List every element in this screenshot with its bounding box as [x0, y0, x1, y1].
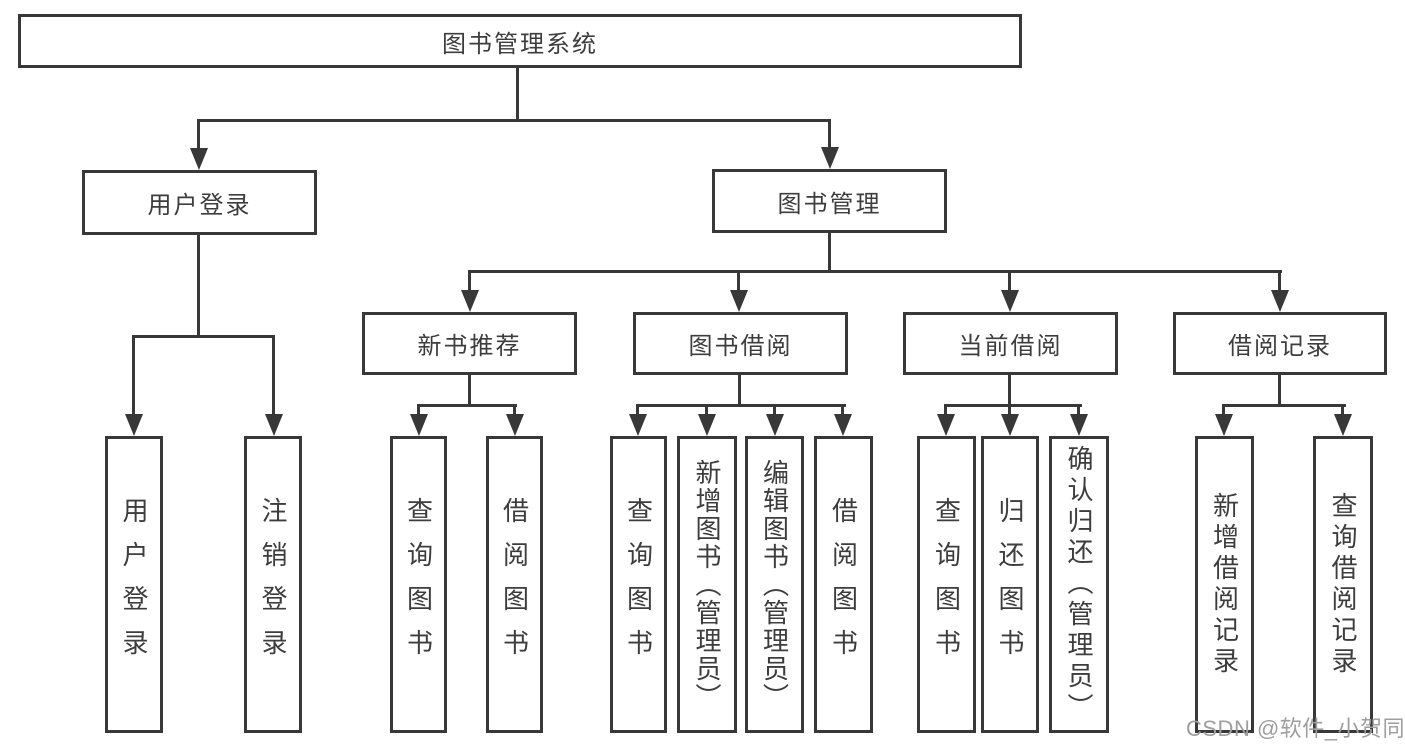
- node-library-management-system: 图书管理系统: [18, 14, 1022, 68]
- leaf-label: 查询借阅记录: [1328, 491, 1358, 678]
- leaf-label: 用户登录: [119, 496, 149, 673]
- connector-line: [1222, 404, 1346, 407]
- node-borrowing-records: 借阅记录: [1173, 312, 1387, 375]
- leaf-logout: 注销登录: [244, 436, 302, 733]
- arrow-down-icon: [265, 414, 283, 436]
- arrow-down-icon: [410, 414, 428, 436]
- node-book-management: 图书管理: [712, 169, 947, 233]
- connector-line: [417, 404, 517, 407]
- connector-line: [1341, 404, 1344, 416]
- connector-line: [132, 335, 275, 338]
- leaf-edit-books-admin: 编辑图书（管理员）: [745, 436, 804, 733]
- watermark: CSDN @软件_小贺同学: [1186, 716, 1405, 741]
- arrow-down-icon: [821, 147, 839, 169]
- arrow-down-icon: [125, 414, 143, 436]
- arrow-down-icon: [1001, 290, 1019, 312]
- leaf-user-login: 用户登录: [105, 436, 163, 733]
- node-current-borrowing: 当前借阅: [903, 312, 1118, 375]
- leaf-return-books: 归还图书: [981, 436, 1039, 733]
- connector-line: [944, 404, 1082, 407]
- arrow-down-icon: [629, 414, 647, 436]
- connector-line: [197, 235, 200, 338]
- connector-line: [737, 270, 740, 292]
- leaf-borrow-books-borrowing: 借阅图书: [814, 436, 873, 733]
- leaf-add-borrow-record: 新增借阅记录: [1195, 436, 1254, 733]
- connector-line: [468, 270, 471, 292]
- connector-line: [1008, 270, 1011, 292]
- connector-line: [272, 335, 275, 416]
- connector-line: [513, 404, 516, 416]
- connector-line: [1077, 404, 1080, 416]
- arrow-down-icon: [937, 414, 955, 436]
- connector-line: [636, 404, 639, 416]
- leaf-query-books-borrowing: 查询图书: [610, 436, 667, 733]
- connector-line: [773, 404, 776, 416]
- leaf-query-books-recommend: 查询图书: [390, 436, 447, 733]
- leaf-query-books-current: 查询图书: [917, 436, 976, 733]
- connector-line: [417, 404, 420, 416]
- connector-line: [197, 119, 831, 122]
- arrow-down-icon: [766, 414, 784, 436]
- node-new-book-recommendation: 新书推荐: [362, 312, 577, 375]
- arrow-down-icon: [730, 290, 748, 312]
- arrow-down-icon: [1334, 414, 1352, 436]
- connector-line: [636, 404, 846, 407]
- arrow-down-icon: [461, 290, 479, 312]
- connector-line: [132, 335, 135, 416]
- node-book-borrowing: 图书借阅: [633, 312, 848, 375]
- leaf-label: 新增借阅记录: [1209, 491, 1240, 678]
- leaf-label: 查询图书: [623, 496, 654, 673]
- connector-line: [1278, 270, 1281, 292]
- arrow-down-icon: [1070, 414, 1088, 436]
- arrow-down-icon: [1001, 414, 1019, 436]
- leaf-label: 归还图书: [995, 496, 1025, 673]
- connector-line: [828, 119, 831, 150]
- arrow-down-icon: [698, 414, 716, 436]
- leaf-label: 借阅图书: [499, 496, 530, 673]
- arrow-down-icon: [1271, 290, 1289, 312]
- arrow-down-icon: [506, 414, 524, 436]
- leaf-confirm-return-admin: 确认归还（管理员）: [1049, 436, 1109, 733]
- leaf-label: 查询图书: [931, 496, 962, 673]
- leaf-borrow-books-recommend: 借阅图书: [486, 436, 543, 733]
- leaf-label: 新增图书（管理员）: [692, 458, 722, 711]
- connector-line: [828, 233, 831, 273]
- leaf-add-books-admin: 新增图书（管理员）: [677, 436, 737, 733]
- leaf-label: 查询图书: [403, 496, 434, 673]
- leaf-label: 注销登录: [258, 496, 288, 673]
- connector-line: [1008, 404, 1011, 416]
- leaf-label: 确认归还（管理员）: [1064, 445, 1094, 724]
- connector-line: [468, 375, 471, 407]
- arrow-down-icon: [190, 148, 208, 170]
- connector-line: [1278, 375, 1281, 407]
- connector-line: [841, 404, 844, 416]
- connector-line: [468, 270, 1282, 273]
- leaf-label: 借阅图书: [828, 496, 859, 673]
- arrow-down-icon: [1215, 414, 1233, 436]
- connector-line: [944, 404, 947, 416]
- arrow-down-icon: [834, 414, 852, 436]
- connector-line: [1222, 404, 1225, 416]
- connector-line: [705, 404, 708, 416]
- leaf-query-borrow-record: 查询借阅记录: [1313, 436, 1373, 733]
- connector-line: [197, 119, 200, 150]
- node-user-login: 用户登录: [82, 170, 317, 235]
- connector-line: [738, 375, 741, 407]
- leaf-label: 编辑图书（管理员）: [759, 458, 790, 711]
- connector-line: [1008, 375, 1011, 407]
- connector-line: [516, 68, 519, 119]
